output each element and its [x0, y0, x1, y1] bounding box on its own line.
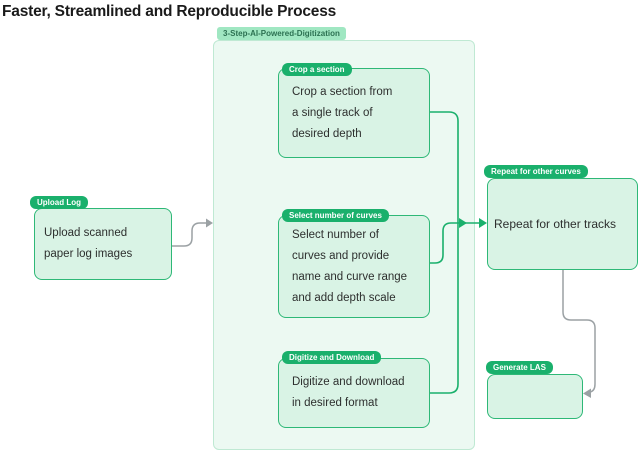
node-select-curves-badge: Select number of curves	[282, 209, 389, 222]
node-generate-las	[487, 374, 583, 419]
node-crop-section-text: Crop a section from a single track of de…	[292, 85, 393, 140]
node-upload-log-text: Upload scanned paper log images	[44, 227, 133, 260]
arrowhead-into-generate	[583, 388, 591, 398]
node-generate-las-badge: Generate LAS	[486, 361, 553, 374]
node-crop-section: Crop a section from a single track of de…	[278, 68, 430, 158]
arrowhead-upload-to-group	[206, 218, 213, 228]
node-repeat-tracks: Repeat for other tracks	[487, 178, 638, 270]
node-digitize-download: Digitize and download in desired format	[278, 358, 430, 428]
node-select-curves: Select number of curves and provide name…	[278, 215, 430, 318]
node-digitize-download-text: Digitize and download in desired format	[292, 376, 405, 409]
node-repeat-tracks-text: Repeat for other tracks	[494, 216, 617, 231]
node-digitize-download-badge: Digitize and Download	[282, 351, 382, 364]
node-crop-section-badge: Crop a section	[282, 63, 352, 76]
node-select-curves-text: Select number of curves and provide name…	[292, 228, 408, 304]
node-repeat-tracks-badge: Repeat for other curves	[484, 165, 588, 178]
digitization-group-label: 3-Step-AI-Powered-Digitization	[217, 27, 346, 40]
page-title: Faster, Streamlined and Reproducible Pro…	[2, 3, 337, 20]
arrowhead-into-repeat	[479, 218, 487, 228]
node-upload-log: Upload scanned paper log images	[34, 208, 172, 280]
node-upload-log-badge: Upload Log	[30, 196, 88, 209]
connector-upload-to-group	[172, 222, 206, 247]
